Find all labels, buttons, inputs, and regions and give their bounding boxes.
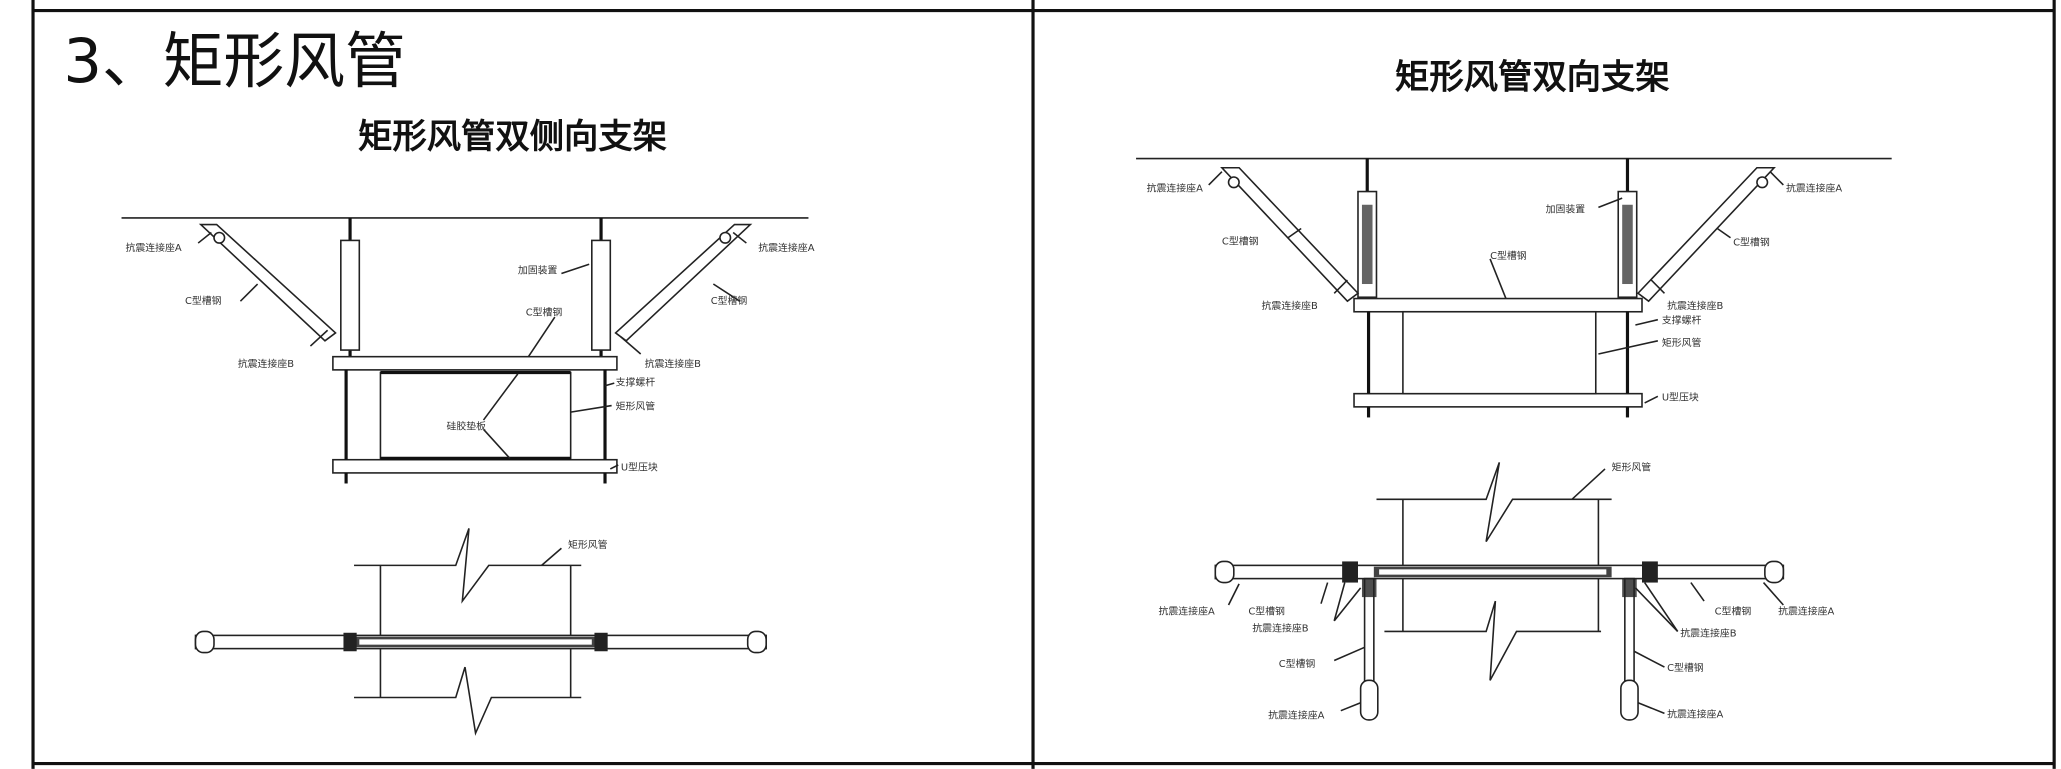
label: 抗震连接座B [1252,621,1308,634]
left-elevation-labels: 抗震连接座A 抗震连接座A C型槽钢 C型槽钢 抗震连接座B 抗震连接座B 加固… [125,241,814,473]
label: 支撑螺杆 [616,376,656,389]
label: 加固装置 [1546,203,1586,216]
label: 支撑螺杆 [1662,314,1702,327]
label: 矩形风管 [1662,336,1702,349]
right-elevation-labels: 抗震连接座A 抗震连接座A C型槽钢 C型槽钢 抗震连接座B 抗震连接座B 加固… [1147,182,1843,404]
label: 抗震连接座B [1667,299,1723,312]
label: C型槽钢 [1222,234,1259,247]
right-plan-drawing [1214,462,1785,721]
label: 抗震连接座B [1262,299,1318,312]
label: 硅胶垫板 [446,419,486,432]
left-plan-drawing [194,528,767,736]
label: 抗震连接座A [1778,604,1834,617]
label: 抗震连接座A [125,241,181,254]
label: C型槽钢 [1715,604,1752,617]
label: 矩形风管 [1612,460,1652,473]
label: C型槽钢 [1279,657,1316,670]
label: U型压块 [621,460,658,473]
label: 抗震连接座A [1268,709,1324,722]
right-plan-labels: 矩形风管 抗震连接座A C型槽钢 抗震连接座B C型槽钢 抗震连接座A C型槽钢… [1159,460,1835,721]
label: 抗震连接座A [1667,707,1723,720]
section-title: 3、矩形风管 [63,27,405,97]
left-elevation-drawing [121,217,809,484]
label: C型槽钢 [1733,236,1770,249]
label: U型压块 [1662,390,1699,403]
label: 抗震连接座A [758,241,814,254]
label: 抗震连接座B [1680,627,1736,640]
label: 矩形风管 [568,538,608,551]
label: 加固装置 [518,263,558,276]
right-elevation-drawing [1136,157,1892,418]
label: C型槽钢 [711,294,748,307]
right-panel-title: 矩形风管双向支架 [1395,58,1670,98]
left-panel-title: 矩形风管双侧向支架 [358,117,667,157]
label: C型槽钢 [185,294,222,307]
label: 抗震连接座A [1159,604,1215,617]
label: C型槽钢 [1667,661,1704,674]
label: C型槽钢 [1490,249,1527,262]
label: 抗震连接座A [1786,182,1842,195]
table-borders [31,0,2056,769]
label: 抗震连接座B [238,357,294,370]
label: 抗震连接座B [645,357,701,370]
label: 矩形风管 [616,400,656,413]
label: C型槽钢 [1248,604,1285,617]
label: 抗震连接座A [1147,182,1203,195]
label: C型槽钢 [526,306,563,319]
